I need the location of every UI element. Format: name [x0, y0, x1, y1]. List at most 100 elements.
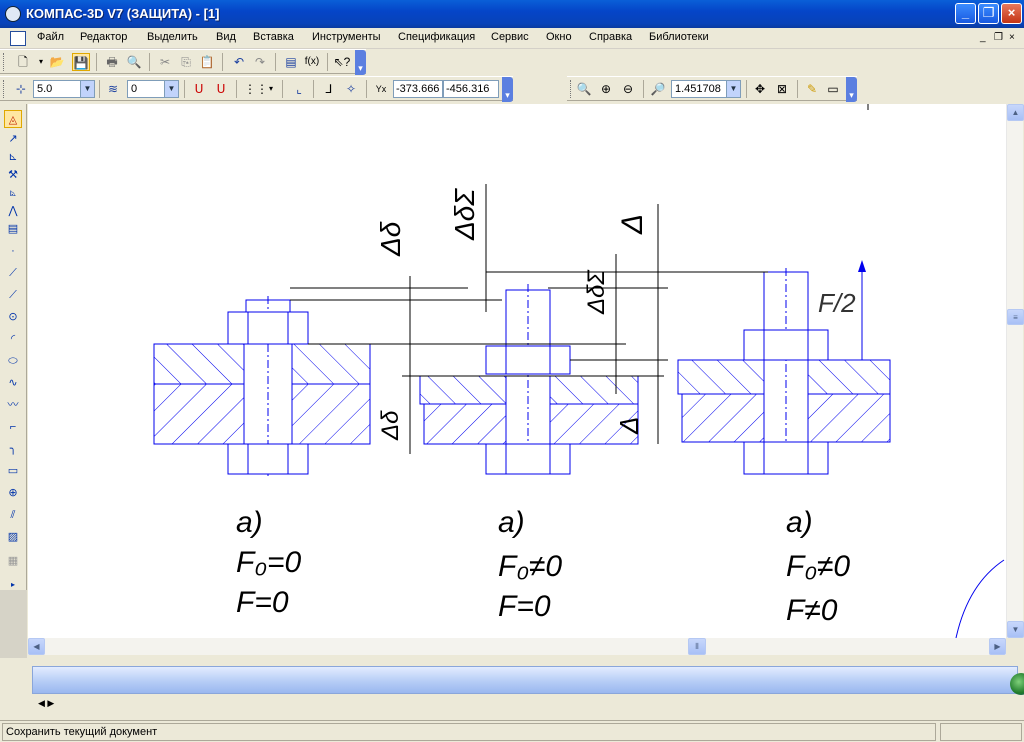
- globe-icon[interactable]: [1010, 673, 1024, 695]
- pan-icon[interactable]: ✥: [754, 82, 766, 96]
- horizontal-scrollbar[interactable]: ◀ ⦀ ▶: [28, 638, 1006, 655]
- chevron-down-icon[interactable]: ▼: [164, 81, 178, 97]
- vertical-scrollbar[interactable]: ▲ ≡ ▼: [1006, 104, 1024, 638]
- horizontal-scroll-thumb[interactable]: ⦀: [688, 638, 706, 655]
- menu-view[interactable]: Вид: [216, 31, 236, 43]
- menu-specification[interactable]: Спецификация: [398, 31, 476, 43]
- circle-icon[interactable]: ⊙: [8, 311, 18, 323]
- scroll-up-icon[interactable]: ▲: [1007, 104, 1024, 121]
- menu-insert[interactable]: Вставка: [253, 31, 294, 43]
- point-icon[interactable]: ·: [11, 245, 15, 257]
- arc-icon[interactable]: ◜: [10, 333, 16, 345]
- open-folder-icon[interactable]: 📂: [49, 55, 65, 69]
- doc-close-icon[interactable]: ×: [1009, 32, 1015, 43]
- toolbar-chevron-icon[interactable]: ▾: [846, 77, 857, 102]
- refresh-icon[interactable]: ✎: [806, 82, 818, 96]
- function-icon[interactable]: f(x): [304, 56, 320, 67]
- step-combo[interactable]: 5.0 ▼: [33, 80, 95, 98]
- close-button[interactable]: ×: [1001, 3, 1022, 24]
- geometry-mode-icon[interactable]: ◬: [4, 110, 22, 128]
- spline-icon[interactable]: ∿: [8, 377, 18, 389]
- chevron-down-icon[interactable]: ▼: [726, 81, 740, 97]
- menu-select[interactable]: Выделить: [147, 31, 198, 43]
- snap-magnet-icon[interactable]: ᑌ: [194, 82, 204, 96]
- chevron-down-icon[interactable]: ▼: [80, 81, 94, 97]
- zoom-window-icon[interactable]: 🔍: [576, 82, 592, 96]
- save-icon[interactable]: 💾: [72, 53, 90, 71]
- rectangle-icon[interactable]: ▭: [7, 465, 19, 477]
- doc-restore-icon[interactable]: ❐: [994, 32, 1003, 43]
- zoom-out-icon[interactable]: ⊖: [622, 82, 634, 96]
- help-pointer-icon[interactable]: ⇖?: [333, 55, 351, 69]
- parametrize-mode-icon[interactable]: ⦝: [9, 187, 17, 199]
- document-icon[interactable]: [10, 31, 26, 46]
- scroll-corner: [1006, 638, 1024, 655]
- toolbar-chevron-icon[interactable]: ▾: [502, 77, 513, 102]
- maximize-button[interactable]: ❐: [978, 3, 999, 24]
- layer-combo[interactable]: 0 ▼: [127, 80, 179, 98]
- local-snap-icon[interactable]: ᑌ: [216, 82, 226, 96]
- parametric-icon[interactable]: ✧: [345, 82, 357, 96]
- zoom-combo[interactable]: 1.451708 ▼: [671, 80, 741, 98]
- aux-line-icon[interactable]: ⟋: [9, 267, 17, 279]
- layers-icon[interactable]: ≋: [107, 82, 119, 96]
- polyline-icon[interactable]: 〰: [7, 399, 19, 411]
- scroll-left-icon[interactable]: ◀: [28, 638, 45, 655]
- measure-mode-icon[interactable]: ⋀: [8, 205, 18, 217]
- vertical-scroll-thumb[interactable]: ≡: [1007, 309, 1024, 325]
- equidistant-icon[interactable]: ⫽: [10, 509, 16, 521]
- select-mode-icon[interactable]: ▤: [7, 223, 19, 235]
- segment-icon[interactable]: ⟋: [9, 289, 17, 301]
- panel-nav-arrows-icon[interactable]: ◀ ▶: [38, 698, 55, 708]
- paste-icon[interactable]: 📋: [199, 55, 215, 69]
- new-document-icon[interactable]: 🗋: [18, 55, 28, 69]
- edit-mode-icon[interactable]: ⚒: [8, 169, 18, 181]
- display-icon[interactable]: ▭: [827, 82, 839, 96]
- ortho-icon[interactable]: ⅃: [325, 82, 333, 96]
- copy-icon[interactable]: ⎘: [181, 55, 191, 69]
- zoom-in-icon[interactable]: ⊕: [600, 82, 612, 96]
- ellipse-icon[interactable]: ⬭: [8, 355, 18, 367]
- collect-icon[interactable]: ▦: [7, 555, 19, 567]
- menu-file[interactable]: Файл: [37, 31, 65, 43]
- scroll-right-icon[interactable]: ▶: [989, 638, 1006, 655]
- caption-1: a) F₀=0 F=0: [236, 506, 301, 619]
- cut-icon[interactable]: ✂: [159, 55, 171, 69]
- undo-icon[interactable]: ↶: [233, 55, 245, 69]
- local-cs-icon[interactable]: ⌞: [296, 82, 302, 96]
- zoom-scale-icon[interactable]: 🔎: [650, 82, 666, 96]
- menu-libraries[interactable]: Библиотеки: [649, 31, 709, 43]
- contour-icon[interactable]: ⊕: [8, 487, 18, 499]
- cursor-coords-icon: Yx: [375, 84, 387, 94]
- symbols-mode-icon[interactable]: ⊾: [8, 151, 18, 163]
- menu-help[interactable]: Справка: [589, 31, 633, 43]
- doc-minimize-icon[interactable]: _: [980, 32, 986, 43]
- snap-step-icon[interactable]: ⊹: [15, 82, 27, 96]
- hatch-icon[interactable]: ▨: [7, 531, 19, 543]
- chamfer-icon[interactable]: ⌐: [9, 421, 17, 433]
- toolbar-grip: [3, 80, 6, 98]
- grid-icon[interactable]: ⋮⋮: [244, 82, 268, 96]
- expand-arrow-icon[interactable]: ▸: [10, 580, 15, 589]
- redo-icon[interactable]: ↷: [254, 55, 266, 69]
- kompas-app-icon[interactable]: [5, 6, 21, 22]
- drawing-canvas[interactable]: Δδ ΔδΣ Δ ΔδΣ Δδ Δ F/2 a) F₀=0 F=0 a) F₀≠…: [28, 104, 1006, 638]
- grid-dropdown-icon[interactable]: ▾: [268, 84, 273, 93]
- print-icon[interactable]: 🖶: [106, 55, 118, 69]
- menu-window[interactable]: Окно: [546, 31, 572, 43]
- menu-service[interactable]: Сервис: [491, 31, 529, 43]
- menu-editor[interactable]: Редактор: [80, 31, 128, 43]
- menu-tools[interactable]: Инструменты: [312, 31, 381, 43]
- new-dropdown-icon[interactable]: ▾: [38, 57, 43, 66]
- print-preview-icon[interactable]: 🔍: [126, 55, 142, 69]
- toolbar-chevron-icon[interactable]: ▾: [355, 50, 366, 75]
- cursor-y-field[interactable]: -456.316: [443, 80, 499, 98]
- show-all-icon[interactable]: ⊠: [776, 82, 788, 96]
- scroll-down-icon[interactable]: ▼: [1007, 621, 1024, 638]
- separator: [99, 80, 100, 98]
- cursor-x-field[interactable]: -373.666: [393, 80, 443, 98]
- variables-icon[interactable]: ▤: [285, 55, 297, 69]
- fillet-icon[interactable]: ╮: [9, 443, 17, 455]
- minimize-button[interactable]: _: [955, 3, 976, 24]
- dimensions-mode-icon[interactable]: ↗: [8, 133, 18, 145]
